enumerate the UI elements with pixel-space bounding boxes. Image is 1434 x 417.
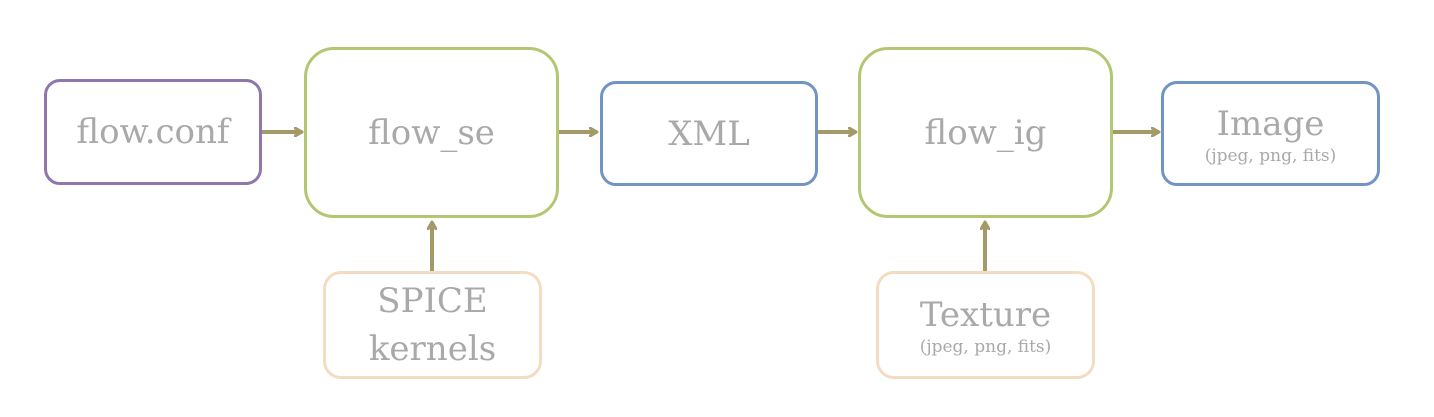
node-image-formats: (jpeg, png, fits) (1204, 145, 1337, 166)
node-texture-formats: (jpeg, png, fits) (919, 337, 1052, 357)
node-xml: XML (600, 81, 818, 186)
node-flow-ig-label: flow_ig (924, 112, 1047, 153)
node-spice-line1: SPICE (377, 281, 488, 321)
node-flow-se: flow_se (304, 47, 559, 218)
node-xml-label: XML (668, 113, 750, 154)
node-image-label: Image (1216, 103, 1325, 144)
node-flow-ig: flow_ig (858, 47, 1113, 218)
node-texture: Texture (jpeg, png, fits) (876, 271, 1095, 379)
node-spice-kernels: SPICE kernels (323, 271, 542, 379)
node-image: Image (jpeg, png, fits) (1161, 81, 1380, 186)
node-flow-se-label: flow_se (368, 112, 495, 153)
node-flow-conf: flow.conf (44, 79, 262, 185)
node-texture-label: Texture (919, 295, 1052, 335)
node-flow-conf-label: flow.conf (76, 112, 230, 152)
node-spice-line2: kernels (368, 329, 497, 369)
